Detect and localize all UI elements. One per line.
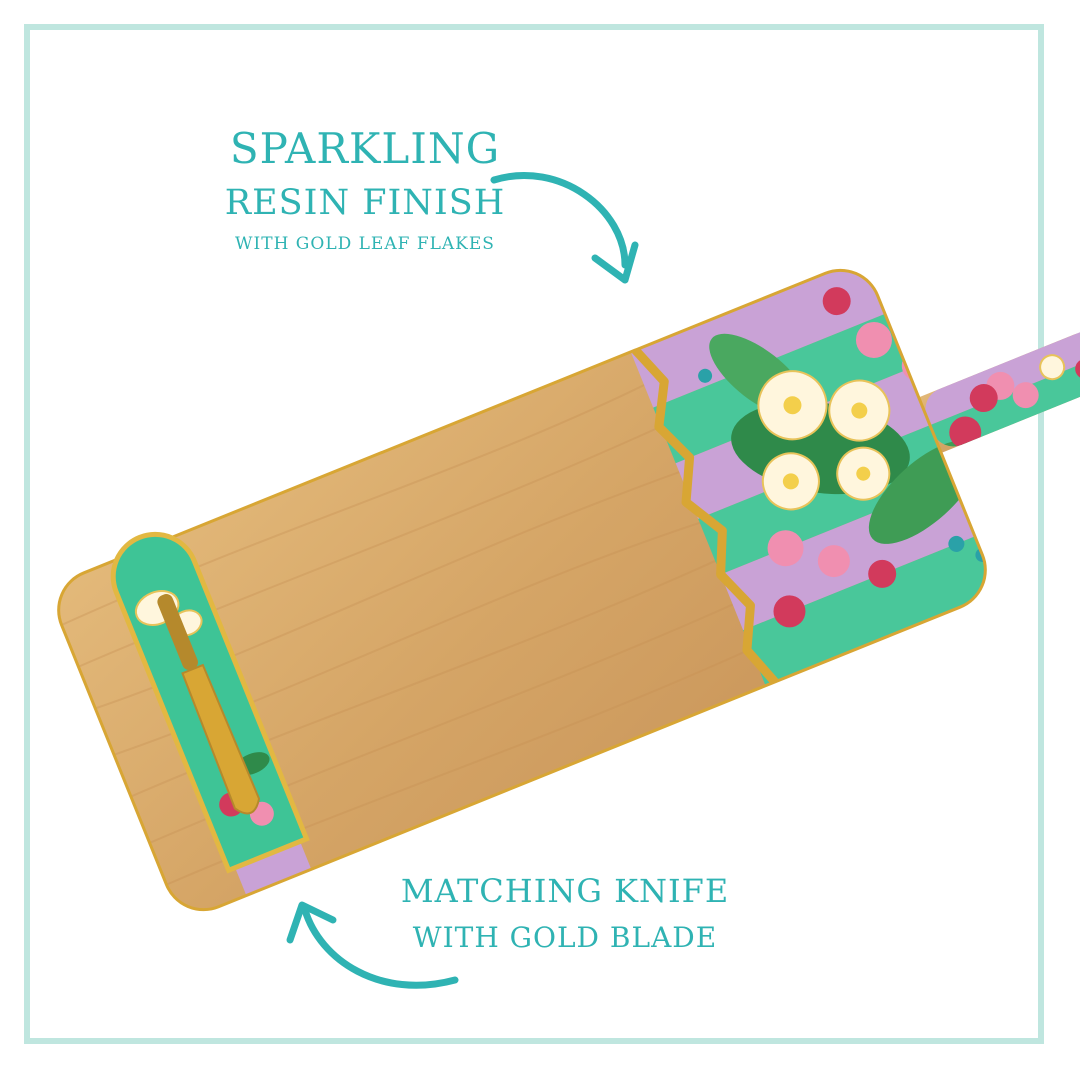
- gold-leaf-edge: [632, 347, 779, 685]
- caption-sparkling: SPARKLING: [229, 124, 501, 173]
- arrow-to-knife: [301, 906, 459, 989]
- caption-gold-leaf-flakes: WITH GOLD LEAF FLAKES: [235, 234, 495, 254]
- caption-resin-finish: RESIN FINISH: [224, 183, 506, 223]
- image-border-frame: [24, 24, 1044, 1044]
- caption-gold-blade: WITH GOLD BLADE: [412, 921, 718, 954]
- caption-matching-knife: MATCHING KNIFE: [400, 872, 730, 910]
- knife-card: [110, 531, 310, 874]
- arrow-to-knife-head: [286, 901, 337, 944]
- gold-knife: [157, 594, 261, 815]
- arrow-to-resin: [490, 172, 629, 269]
- handle-florals: [969, 354, 1080, 413]
- arrow-to-resin-head: [591, 241, 639, 284]
